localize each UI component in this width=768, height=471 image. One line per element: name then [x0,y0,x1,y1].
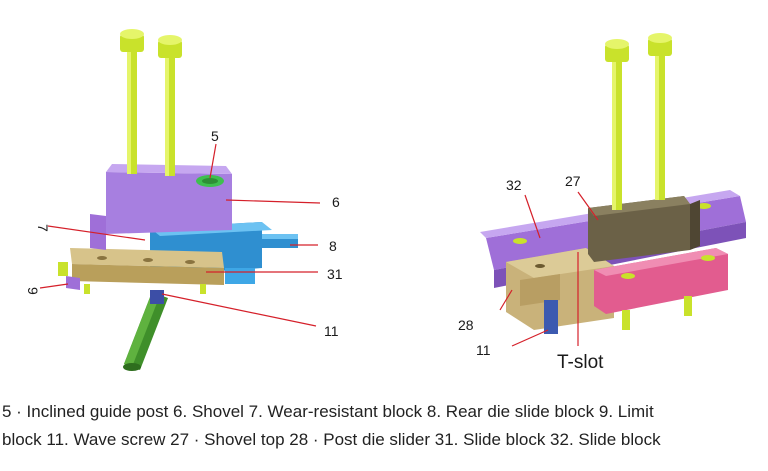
post-die-slider [506,248,614,330]
left-assembly: 5 6 7 8 31 9 11 [25,29,343,371]
callout-7: 7 [35,224,51,232]
callout-32: 32 [506,177,522,193]
callout-31: 31 [327,266,343,282]
right-assembly: 32 27 28 11 T-slot [458,33,746,373]
callout-11-right: 11 [476,342,491,358]
figure-caption: 5 · Inclined guide post 6. Shovel 7. Wea… [2,398,766,454]
bolts-left [120,29,182,176]
bolts-right [605,33,672,210]
callout-27: 27 [565,173,581,189]
callout-9: 9 [25,287,41,295]
wave-screw [544,300,558,334]
callout-11-left: 11 [324,323,339,339]
caption-line-1: 5 · Inclined guide post 6. Shovel 7. Wea… [2,402,654,421]
slide-block-31 [70,248,224,294]
caption-line-2: block 11. Wave screw 27 · Shovel top 28 … [2,430,661,449]
callout-t-slot: T-slot [557,352,604,373]
callout-8: 8 [329,238,337,254]
shovel-top [588,196,700,262]
callout-6: 6 [332,194,340,210]
wear-resistant-block [58,214,106,290]
callout-5: 5 [211,128,219,144]
inclined-guide-post [123,292,168,371]
slide-block-pink [594,248,728,330]
callout-28: 28 [458,317,474,333]
